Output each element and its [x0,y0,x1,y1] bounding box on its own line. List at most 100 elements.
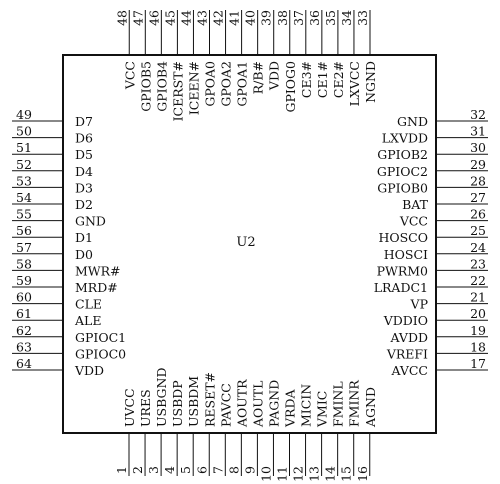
pin-label: VMIC [315,391,330,428]
pin-label: D1 [75,230,93,245]
pin-label: AVCC [390,363,428,378]
pin-label: D2 [75,197,93,212]
pin-label: GPOA0 [203,61,218,107]
pin-label: GND [75,214,106,229]
pin-number: 5 [178,466,193,474]
pin-number: 53 [16,173,32,188]
pin-label: D4 [75,164,93,179]
pin-label: VDD [267,61,282,91]
pin-label: HOSCO [378,230,428,245]
pin-number: 42 [211,10,226,26]
pin-label: VP [410,297,428,312]
pin-number: 38 [275,10,290,26]
pin-number: 35 [323,10,338,26]
pin-number: 56 [16,223,32,238]
pin-number: 49 [16,107,32,122]
pin-number: 28 [470,173,486,188]
pin-label: FMINR [347,380,362,427]
pin-number: 9 [242,466,257,474]
pin-number: 46 [146,10,161,26]
pin-label: AVDD [390,330,428,345]
pin-number: 18 [470,339,486,354]
pin-label: UVCC [122,388,137,427]
pin-number: 52 [16,157,32,172]
pin-label: VCC [122,61,137,90]
pin-number: 50 [16,124,32,139]
pin-label: USBGND [154,368,169,427]
pin-number: 32 [470,107,486,122]
pin-number: 26 [470,207,486,222]
pin-number: 48 [114,10,129,26]
pin-number: 2 [130,466,145,474]
pin-number: 44 [178,10,193,26]
pin-number: 19 [470,323,486,338]
pin-label: PAGND [266,380,281,427]
pin-label: MICIN [299,384,314,427]
pin-label: GPIOB5 [138,61,153,112]
pin-number: 1 [114,466,129,474]
pin-number: 41 [227,10,242,26]
pin-label: D7 [75,114,93,129]
pin-label: ALE [74,313,101,328]
pin-label: GPIOG0 [283,61,298,113]
pin-number: 45 [162,10,177,26]
pin-number: 13 [307,466,322,482]
pin-label: LXVCC [347,61,362,106]
pin-label: GPIOC2 [377,164,428,179]
pin-number: 25 [470,223,486,238]
pin-label: PWRM0 [377,263,428,278]
pin-number: 20 [470,306,486,321]
pin-label: CE2# [331,61,346,98]
pin-label: GPOA1 [235,61,250,107]
pin-number: 61 [16,306,32,321]
pin-label: PAVCC [218,383,233,427]
pin-number: 21 [470,290,486,305]
pin-number: 39 [259,10,274,26]
pin-label: LRADC1 [374,280,428,295]
pin-number: 11 [275,466,290,482]
pin-label: CE3# [299,61,314,98]
pin-label: VRDA [283,389,298,428]
pin-number: 34 [339,10,354,26]
pin-label: R/B# [251,61,266,94]
pin-label: LXVDD [382,131,428,146]
pin-number: 60 [16,290,32,305]
pin-label: ICERST# [170,61,185,121]
chip-label: U2 [236,235,255,250]
pin-label: BAT [402,197,429,212]
pin-number: 31 [470,124,486,139]
pin-number: 17 [470,356,486,371]
pin-label: VCC [399,214,428,229]
pin-number: 55 [16,207,32,222]
pin-number: 4 [162,466,177,474]
pin-number: 30 [470,140,486,155]
pin-label: HOSCI [384,247,428,262]
pin-label: VDDIO [383,313,428,328]
pin-number: 6 [194,466,209,474]
pin-label: ICEEN# [186,61,201,115]
pin-number: 29 [470,157,486,172]
pin-number: 14 [323,466,338,482]
pin-number: 57 [16,240,32,255]
pin-number: 62 [16,323,32,338]
pin-number: 58 [16,256,32,271]
pin-label: D3 [75,180,93,195]
pin-number: 36 [307,10,322,26]
pin-label: D5 [75,147,93,162]
pin-label: USBDP [170,380,185,427]
pin-number: 47 [130,10,145,26]
pin-number: 64 [16,356,32,371]
pin-label: RESET# [202,372,217,427]
pin-label: URES [138,389,153,427]
pin-label: GND [397,114,428,129]
pin-label: GPIOB2 [377,147,428,162]
pin-number: 10 [258,466,273,482]
pin-label: AOUTR [234,379,249,428]
pin-number: 63 [16,339,32,354]
chip-body [62,54,437,434]
pin-number: 23 [470,256,486,271]
pin-label: CE1# [315,61,330,98]
pin-number: 59 [16,273,32,288]
pin-number: 8 [226,466,241,474]
pin-label: CLE [75,297,102,312]
